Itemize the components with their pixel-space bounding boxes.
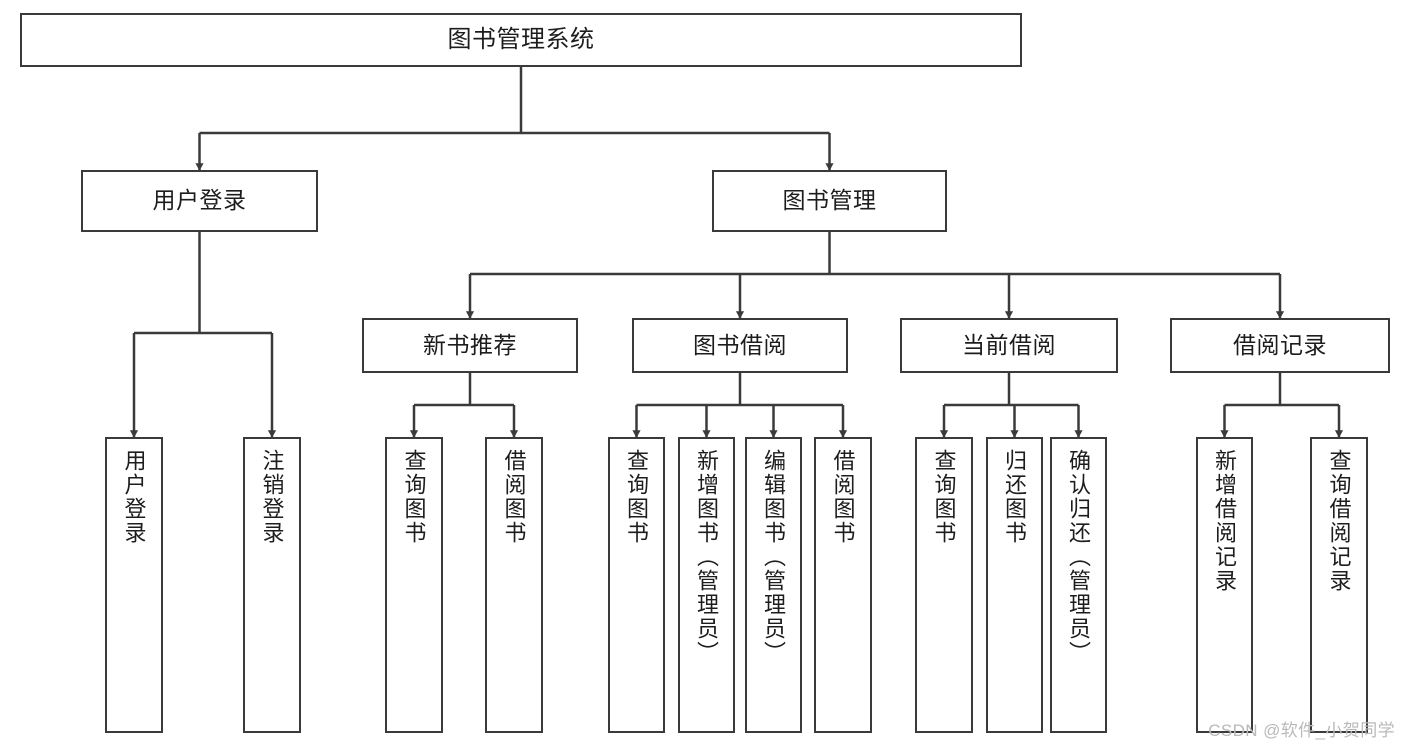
node-root[interactable]: 图书管理系统 [20,13,1022,67]
node-label-leaf-add-book: 新增图书（管理员） [694,449,720,665]
watermark-text: CSDN @软件_小贺同学 [1208,721,1395,740]
node-label-leaf-borrow-book-1: 借阅图书 [501,449,527,545]
node-label-leaf-query-record: 查询借阅记录 [1326,449,1352,593]
node-label-leaf-query-book-3: 查询图书 [931,449,957,545]
node-label-new-book-rec: 新书推荐 [423,331,517,358]
node-label-leaf-user-logout: 注销登录 [259,449,285,545]
node-leaf-add-record[interactable]: 新增借阅记录 [1196,437,1253,733]
node-leaf-query-book-2[interactable]: 查询图书 [608,437,665,733]
node-label-current-borrow: 当前借阅 [962,331,1056,358]
node-leaf-confirm-return[interactable]: 确认归还（管理员） [1050,437,1107,733]
node-label-leaf-edit-book: 编辑图书（管理员） [761,449,787,665]
node-label-leaf-query-book-2: 查询图书 [624,449,650,545]
node-leaf-query-book-3[interactable]: 查询图书 [915,437,973,733]
node-label-book-manage: 图书管理 [782,187,877,214]
node-leaf-add-book[interactable]: 新增图书（管理员） [678,437,735,733]
node-label-leaf-add-record: 新增借阅记录 [1212,449,1238,593]
node-user-login[interactable]: 用户登录 [81,170,318,232]
node-label-user-login: 用户登录 [152,187,247,214]
node-label-leaf-user-login: 用户登录 [121,449,147,545]
node-leaf-user-logout[interactable]: 注销登录 [243,437,301,733]
node-leaf-borrow-book-1[interactable]: 借阅图书 [485,437,543,733]
node-leaf-return-book[interactable]: 归还图书 [986,437,1043,733]
node-new-book-rec[interactable]: 新书推荐 [362,318,578,373]
node-leaf-borrow-book-2[interactable]: 借阅图书 [814,437,872,733]
node-leaf-query-record[interactable]: 查询借阅记录 [1310,437,1368,733]
node-book-manage[interactable]: 图书管理 [712,170,947,232]
node-label-leaf-return-book: 归还图书 [1002,449,1028,545]
node-borrow-record[interactable]: 借阅记录 [1170,318,1390,373]
node-leaf-query-book-1[interactable]: 查询图书 [385,437,443,733]
node-label-leaf-query-book-1: 查询图书 [401,449,427,545]
node-label-leaf-borrow-book-2: 借阅图书 [830,449,856,545]
node-label-root: 图书管理系统 [447,25,595,53]
node-current-borrow[interactable]: 当前借阅 [900,318,1118,373]
node-label-borrow-record: 借阅记录 [1233,331,1327,358]
node-label-leaf-confirm-return: 确认归还（管理员） [1066,449,1092,665]
node-leaf-edit-book[interactable]: 编辑图书（管理员） [745,437,802,733]
node-leaf-user-login[interactable]: 用户登录 [105,437,163,733]
node-label-book-borrow: 图书借阅 [693,331,787,358]
node-book-borrow[interactable]: 图书借阅 [632,318,848,373]
connector-lines [129,67,1344,438]
